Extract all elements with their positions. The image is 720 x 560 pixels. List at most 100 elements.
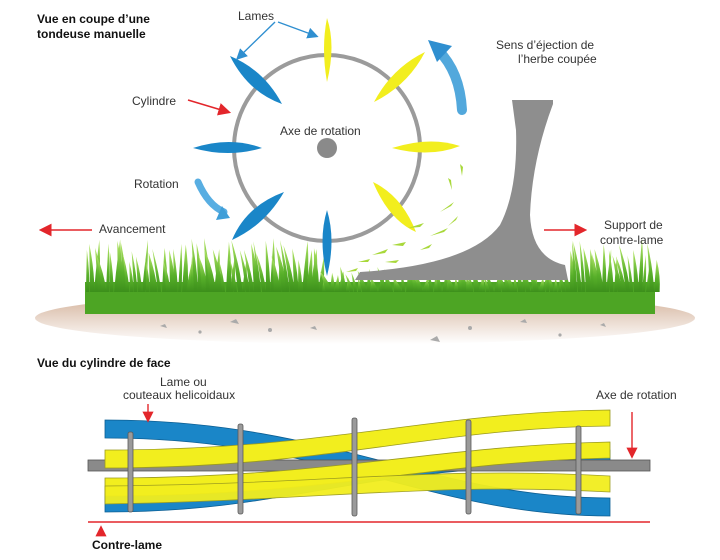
blade — [322, 210, 332, 276]
label-rotation: Rotation — [134, 177, 179, 191]
blade — [373, 182, 416, 232]
grass-blade — [218, 259, 226, 292]
front-title: Vue du cylindre de face — [37, 356, 171, 370]
grass-blade — [358, 277, 362, 292]
support-rod — [127, 431, 134, 513]
label-front-axis: Axe de rotation — [596, 388, 677, 402]
grass-blade — [191, 238, 199, 292]
grass-blade — [148, 253, 158, 292]
grass-blade — [340, 266, 347, 292]
grass-blade — [647, 243, 655, 292]
blade — [374, 52, 425, 102]
blades-pointer-1 — [235, 21, 276, 60]
grass-blade — [212, 249, 224, 292]
grass-blade — [145, 259, 150, 292]
grass-blade — [178, 243, 183, 292]
grass-blade — [318, 256, 325, 292]
grass-blade — [131, 251, 138, 292]
cylinder-pointer — [187, 99, 232, 116]
grass-blade — [454, 277, 459, 292]
grass-blade — [306, 249, 313, 292]
grass-blade — [579, 240, 586, 292]
grass-blade — [330, 272, 335, 292]
blade — [392, 141, 460, 153]
grass-blade — [152, 248, 162, 292]
grass-blade — [253, 241, 262, 292]
front-view — [87, 404, 651, 537]
grass-blade — [198, 255, 208, 292]
label-blades: Lames — [238, 9, 275, 23]
grass-blade — [135, 256, 143, 292]
grass-blade — [173, 248, 178, 292]
grass-blade — [422, 276, 429, 292]
grass-blade — [538, 277, 545, 292]
label-support-line2: contre-lame — [600, 233, 664, 247]
grass-blade — [642, 254, 647, 292]
label-ejection-line1: Sens d’éjection de — [496, 38, 595, 52]
grass-blade — [265, 240, 271, 292]
top-title-line1: Vue en coupe d’une — [37, 12, 150, 26]
grass-blade — [283, 245, 295, 292]
rotation-arrow — [194, 178, 228, 216]
grass-blade — [627, 255, 634, 292]
grass-blade — [190, 255, 195, 292]
grass-blade — [239, 249, 250, 292]
counter-blade-support — [355, 100, 568, 280]
blades-pointer-2 — [277, 21, 319, 39]
top-title-line2: tondeuse manuelle — [37, 27, 146, 41]
grass-blade — [302, 240, 309, 292]
grass-blade — [392, 276, 403, 292]
grass-blade — [320, 271, 332, 292]
grass-blade — [86, 249, 90, 292]
grass-blade — [612, 255, 623, 292]
blade — [324, 18, 332, 82]
grass-blade — [583, 247, 592, 292]
grass-blade — [229, 257, 238, 292]
support-rod — [465, 419, 472, 515]
grass-blade — [483, 276, 490, 292]
blade — [193, 142, 262, 153]
grass-blade — [226, 241, 232, 292]
cylinder-blades — [193, 18, 460, 276]
label-cylinder: Cylindre — [132, 94, 177, 108]
grass-blade — [638, 238, 644, 292]
rotation-axis — [317, 138, 337, 158]
grass-clippings — [346, 164, 463, 272]
label-rotation-axis: Axe de rotation — [280, 124, 361, 138]
grass-blade — [122, 254, 130, 292]
support-rod — [575, 425, 582, 515]
grass-blade — [96, 253, 107, 292]
grass-blade — [602, 244, 607, 292]
grass-blade — [481, 276, 486, 292]
grass-blade — [351, 272, 358, 292]
grass-blade — [345, 274, 354, 292]
grass-blade — [298, 259, 303, 292]
label-ejection-line2: l’herbe coupée — [518, 52, 597, 66]
grass-blade — [554, 277, 558, 292]
grass-blade — [571, 240, 578, 292]
grass-blade — [654, 259, 660, 292]
grass-blade — [182, 244, 189, 292]
grass-blade — [276, 246, 288, 292]
helical-blade-yellow — [104, 409, 611, 469]
grass-blade — [243, 249, 255, 292]
grass-blade — [334, 275, 340, 292]
ejection-arrow-head — [428, 40, 452, 62]
grass-blade — [163, 260, 171, 292]
grass-blade — [89, 243, 95, 292]
rotation-arrow-head — [216, 206, 230, 220]
label-counter-blade: Contre-lame — [92, 538, 163, 552]
grass-blade — [106, 243, 110, 292]
grass-blade — [292, 248, 299, 292]
grass-blade — [271, 255, 280, 292]
grass-blade — [204, 248, 216, 292]
grass-blade — [608, 249, 614, 292]
helical-blade-yellow — [104, 472, 611, 505]
blade — [232, 192, 284, 240]
ejection-arrow — [433, 45, 467, 115]
label-blade-line2: couteaux helicoidaux — [123, 388, 236, 402]
grass-blade — [231, 239, 243, 292]
grass-blade — [619, 244, 631, 292]
